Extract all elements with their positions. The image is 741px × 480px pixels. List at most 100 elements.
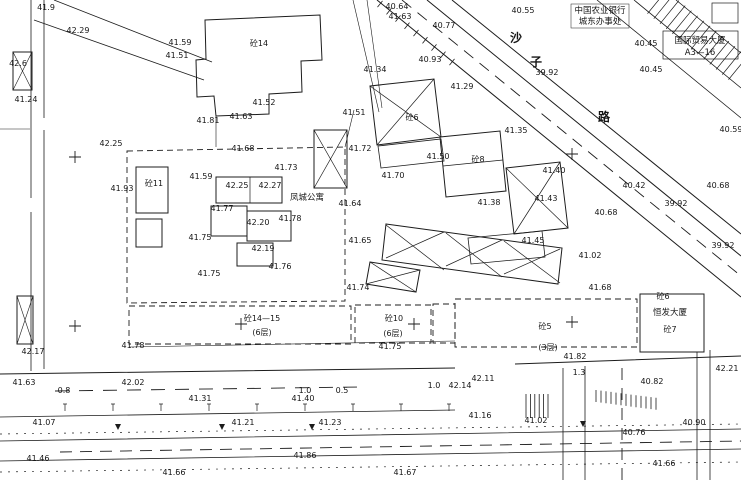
- elevation-label: 1.0: [427, 381, 441, 390]
- elevation-label: 41.93: [110, 184, 134, 193]
- text-label: 城东办事处: [578, 16, 622, 27]
- road-edge-hatch: [377, 0, 455, 66]
- elevation-label: 1.0: [298, 386, 312, 395]
- elevation-label: 41.63: [12, 378, 36, 387]
- text-label: 恒发大厦: [652, 307, 688, 318]
- elevation-label: 41.72: [348, 144, 372, 153]
- elevation-label: 41.74: [346, 283, 370, 292]
- elevation-label: 41.35: [504, 126, 528, 135]
- elevation-label: 40.45: [634, 39, 658, 48]
- elevation-label: 41.45: [521, 236, 545, 245]
- elevation-label: 42.14: [448, 381, 472, 390]
- elevation-label: 41.21: [231, 418, 255, 427]
- elevation-label: 41.66: [162, 468, 186, 477]
- elevation-label: 41.66: [652, 459, 676, 468]
- arrow-mark: [309, 424, 315, 430]
- building-label: 砼11: [144, 179, 164, 188]
- elevation-label: 40.77: [432, 21, 456, 30]
- text-label: 凤城公寓: [289, 192, 325, 203]
- building-label: 砼8: [471, 155, 485, 164]
- building-label: (6层): [383, 329, 403, 338]
- elevation-label: 40.64: [385, 2, 409, 11]
- elevation-label: 39.92: [711, 241, 735, 250]
- building-label: (3层): [538, 343, 558, 352]
- elevation-label: 42.19: [251, 244, 275, 253]
- elevation-label: 41.78: [121, 341, 145, 350]
- elevation-label: 39.92: [535, 68, 559, 77]
- elevation-label: 41.24: [14, 95, 38, 104]
- elevation-label: 42.6: [9, 59, 27, 68]
- elevation-label: 42.25: [99, 139, 123, 148]
- elevation-label: 41.59: [189, 172, 213, 181]
- band-hatch: [647, 0, 741, 80]
- arrow-mark: [115, 424, 121, 430]
- elevation-label: 40.45: [639, 65, 663, 74]
- elevation-label: 41.59: [168, 38, 192, 47]
- elevation-label: 41.73: [274, 163, 298, 172]
- elevation-label: 41.63: [388, 12, 412, 21]
- elevation-label: 41.31: [188, 394, 212, 403]
- elevation-label: 41.51: [165, 51, 189, 60]
- zebra-crossing: [595, 390, 657, 410]
- elevation-label: 41.16: [468, 411, 492, 420]
- elevation-label: 40.68: [594, 208, 618, 217]
- elevation-label: 41.78: [278, 214, 302, 223]
- arrow-mark: [219, 424, 225, 430]
- building-label: 砼6: [656, 292, 670, 301]
- street-name-char: 子: [529, 55, 543, 69]
- elevation-label: 41.02: [524, 416, 548, 425]
- elevation-label: 41.64: [338, 199, 362, 208]
- elevation-label: 41.23: [318, 418, 342, 427]
- elevation-label: 41.38: [477, 198, 501, 207]
- elevation-label: 41.29: [450, 82, 474, 91]
- elevation-label: 40.55: [511, 6, 535, 15]
- elevation-label: 40.42: [622, 181, 646, 190]
- elevation-label: 41.68: [588, 283, 612, 292]
- elevation-label: 41.77: [210, 204, 234, 213]
- elevation-label: 41.46: [26, 454, 50, 463]
- building-label: 砼6: [405, 113, 419, 122]
- elevation-label: 41.68: [231, 144, 255, 153]
- elevation-label: 41.75: [197, 269, 221, 278]
- building-label: 砼14: [249, 39, 269, 48]
- elevation-label: 41.07: [32, 418, 56, 427]
- building-label: 砼7: [663, 325, 677, 334]
- elevation-label: 41.9: [37, 3, 55, 12]
- building-label: (6层): [252, 328, 272, 337]
- elevation-label: 41.67: [393, 468, 417, 477]
- text-label: 中国农业银行: [574, 5, 626, 16]
- text-label: 国际贸易大厦: [674, 35, 726, 46]
- elevation-label: 42.11: [471, 374, 495, 383]
- elevation-label: 41.63: [229, 112, 253, 121]
- elevation-label: 1.3: [572, 368, 586, 377]
- elevation-label: 41.75: [188, 233, 212, 242]
- elevation-label: 40.76: [622, 428, 646, 437]
- elevation-label: 41.50: [426, 152, 450, 161]
- elevation-label: 0.8: [57, 386, 71, 395]
- elevation-label: 40.59: [719, 125, 741, 134]
- elevation-label: 41.34: [363, 65, 387, 74]
- street-name-char: 沙: [509, 31, 523, 45]
- arrow-mark: [580, 421, 586, 427]
- elevation-label: 41.75: [378, 342, 402, 351]
- building-label: 砼5: [538, 322, 552, 331]
- elevation-label: 42.17: [21, 347, 45, 356]
- elevation-label: 41.82: [563, 352, 587, 361]
- elevation-label: 40.82: [640, 377, 664, 386]
- elevation-label: 42.27: [258, 181, 282, 190]
- building-label: 砼10: [384, 314, 404, 323]
- elevation-label: 0.5: [335, 386, 349, 395]
- elevation-label: 41.02: [578, 251, 602, 260]
- elevation-label: 42.21: [715, 364, 739, 373]
- elevation-label: 41.81: [196, 116, 220, 125]
- text-label: A3—16: [684, 47, 716, 58]
- elevation-label: 41.51: [342, 108, 366, 117]
- elevation-label: 41.86: [293, 451, 317, 460]
- elevation-label: 41.43: [534, 194, 558, 203]
- building-label: 砼14—15: [243, 314, 281, 323]
